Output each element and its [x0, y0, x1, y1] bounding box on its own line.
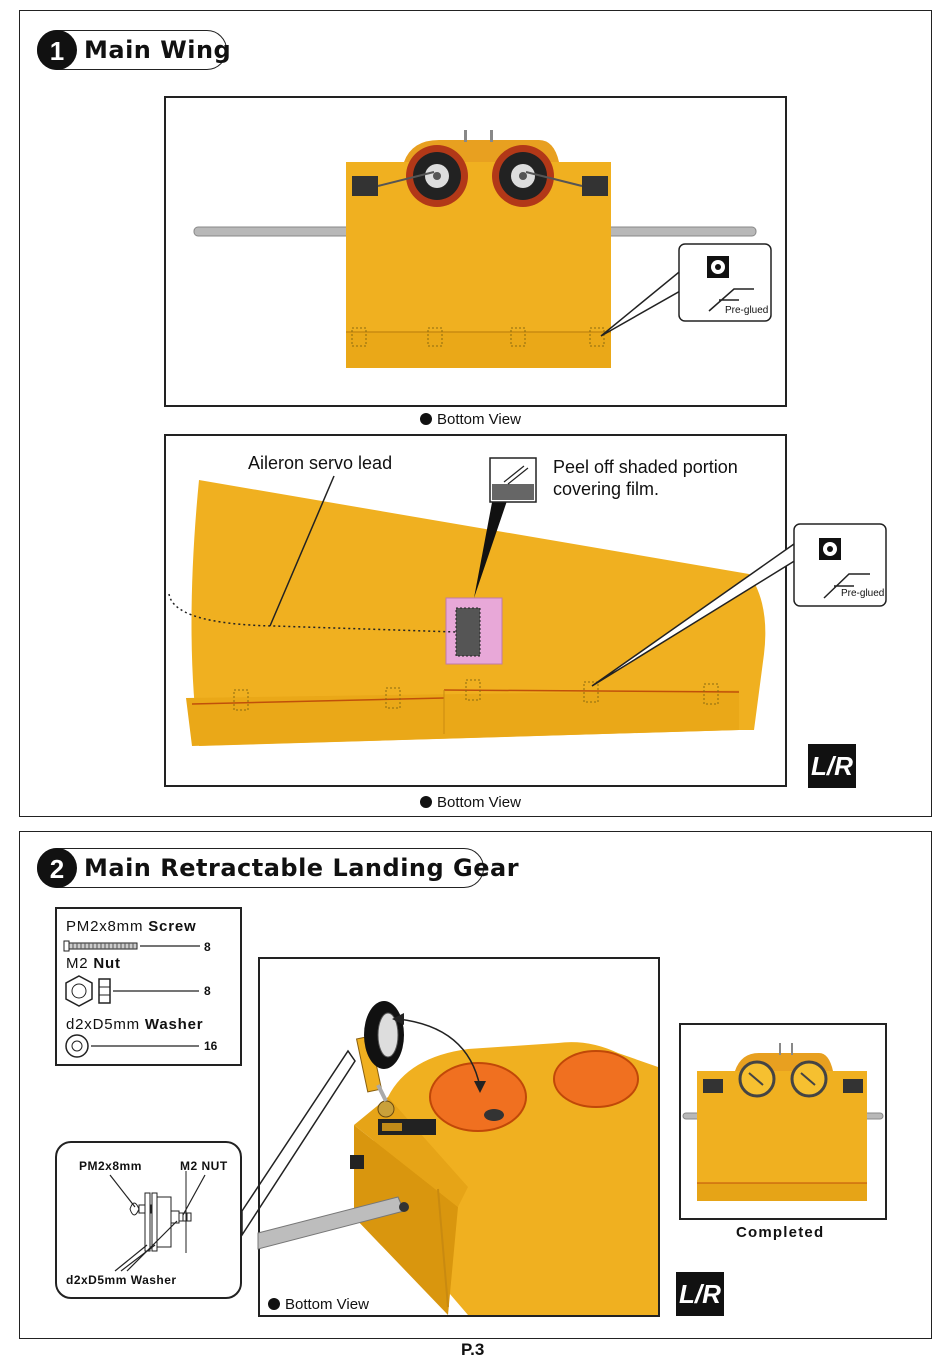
- gear-install-illustration: [258, 957, 660, 1317]
- parts-washer-label: d2xD5mm Washer: [66, 1016, 203, 1033]
- detail-screw-label: PM2x8mm: [79, 1159, 142, 1173]
- step2-header: 2 Main Retractable Landing Gear: [37, 848, 484, 888]
- page-number: P.3: [461, 1340, 484, 1360]
- step1-number: 1: [37, 30, 77, 70]
- parts-screw-label: PM2x8mm Screw: [66, 918, 196, 935]
- bullet-icon: [420, 413, 432, 425]
- lr-badge-step1: L/R: [808, 744, 856, 788]
- step1-header: 1 Main Wing: [37, 30, 227, 70]
- parts-nut-label: M2 Nut: [66, 955, 121, 972]
- step2-number: 2: [37, 848, 77, 888]
- detail-washer-label: d2xD5mm Washer: [66, 1273, 177, 1287]
- bullet-icon: [420, 796, 432, 808]
- aileron-servo-lead-label: Aileron servo lead: [248, 452, 392, 474]
- lr-badge-step2: L/R: [676, 1272, 724, 1316]
- caption-bottom-view-3: Bottom View: [268, 1296, 369, 1313]
- peel-label: Peel off shaded portion covering film.: [553, 456, 738, 500]
- detail-nut-label: M2 NUT: [180, 1159, 228, 1173]
- screw-qty: 8: [204, 940, 211, 954]
- caption-completed: Completed: [736, 1224, 824, 1241]
- completed-illustration: [679, 1023, 887, 1220]
- preglued-label-half: Pre-glued: [841, 588, 884, 599]
- caption-bottom-view-2: Bottom View: [420, 794, 521, 811]
- caption-bottom-view-1: Bottom View: [420, 411, 521, 428]
- step2-title: Main Retractable Landing Gear: [84, 854, 519, 882]
- wing-top-illustration: [164, 96, 787, 407]
- bullet-icon: [268, 1298, 280, 1310]
- preglued-label-top: Pre-glued: [725, 305, 768, 316]
- step1-title: Main Wing: [84, 36, 231, 64]
- nut-qty: 8: [204, 984, 211, 998]
- washer-qty: 16: [204, 1039, 217, 1053]
